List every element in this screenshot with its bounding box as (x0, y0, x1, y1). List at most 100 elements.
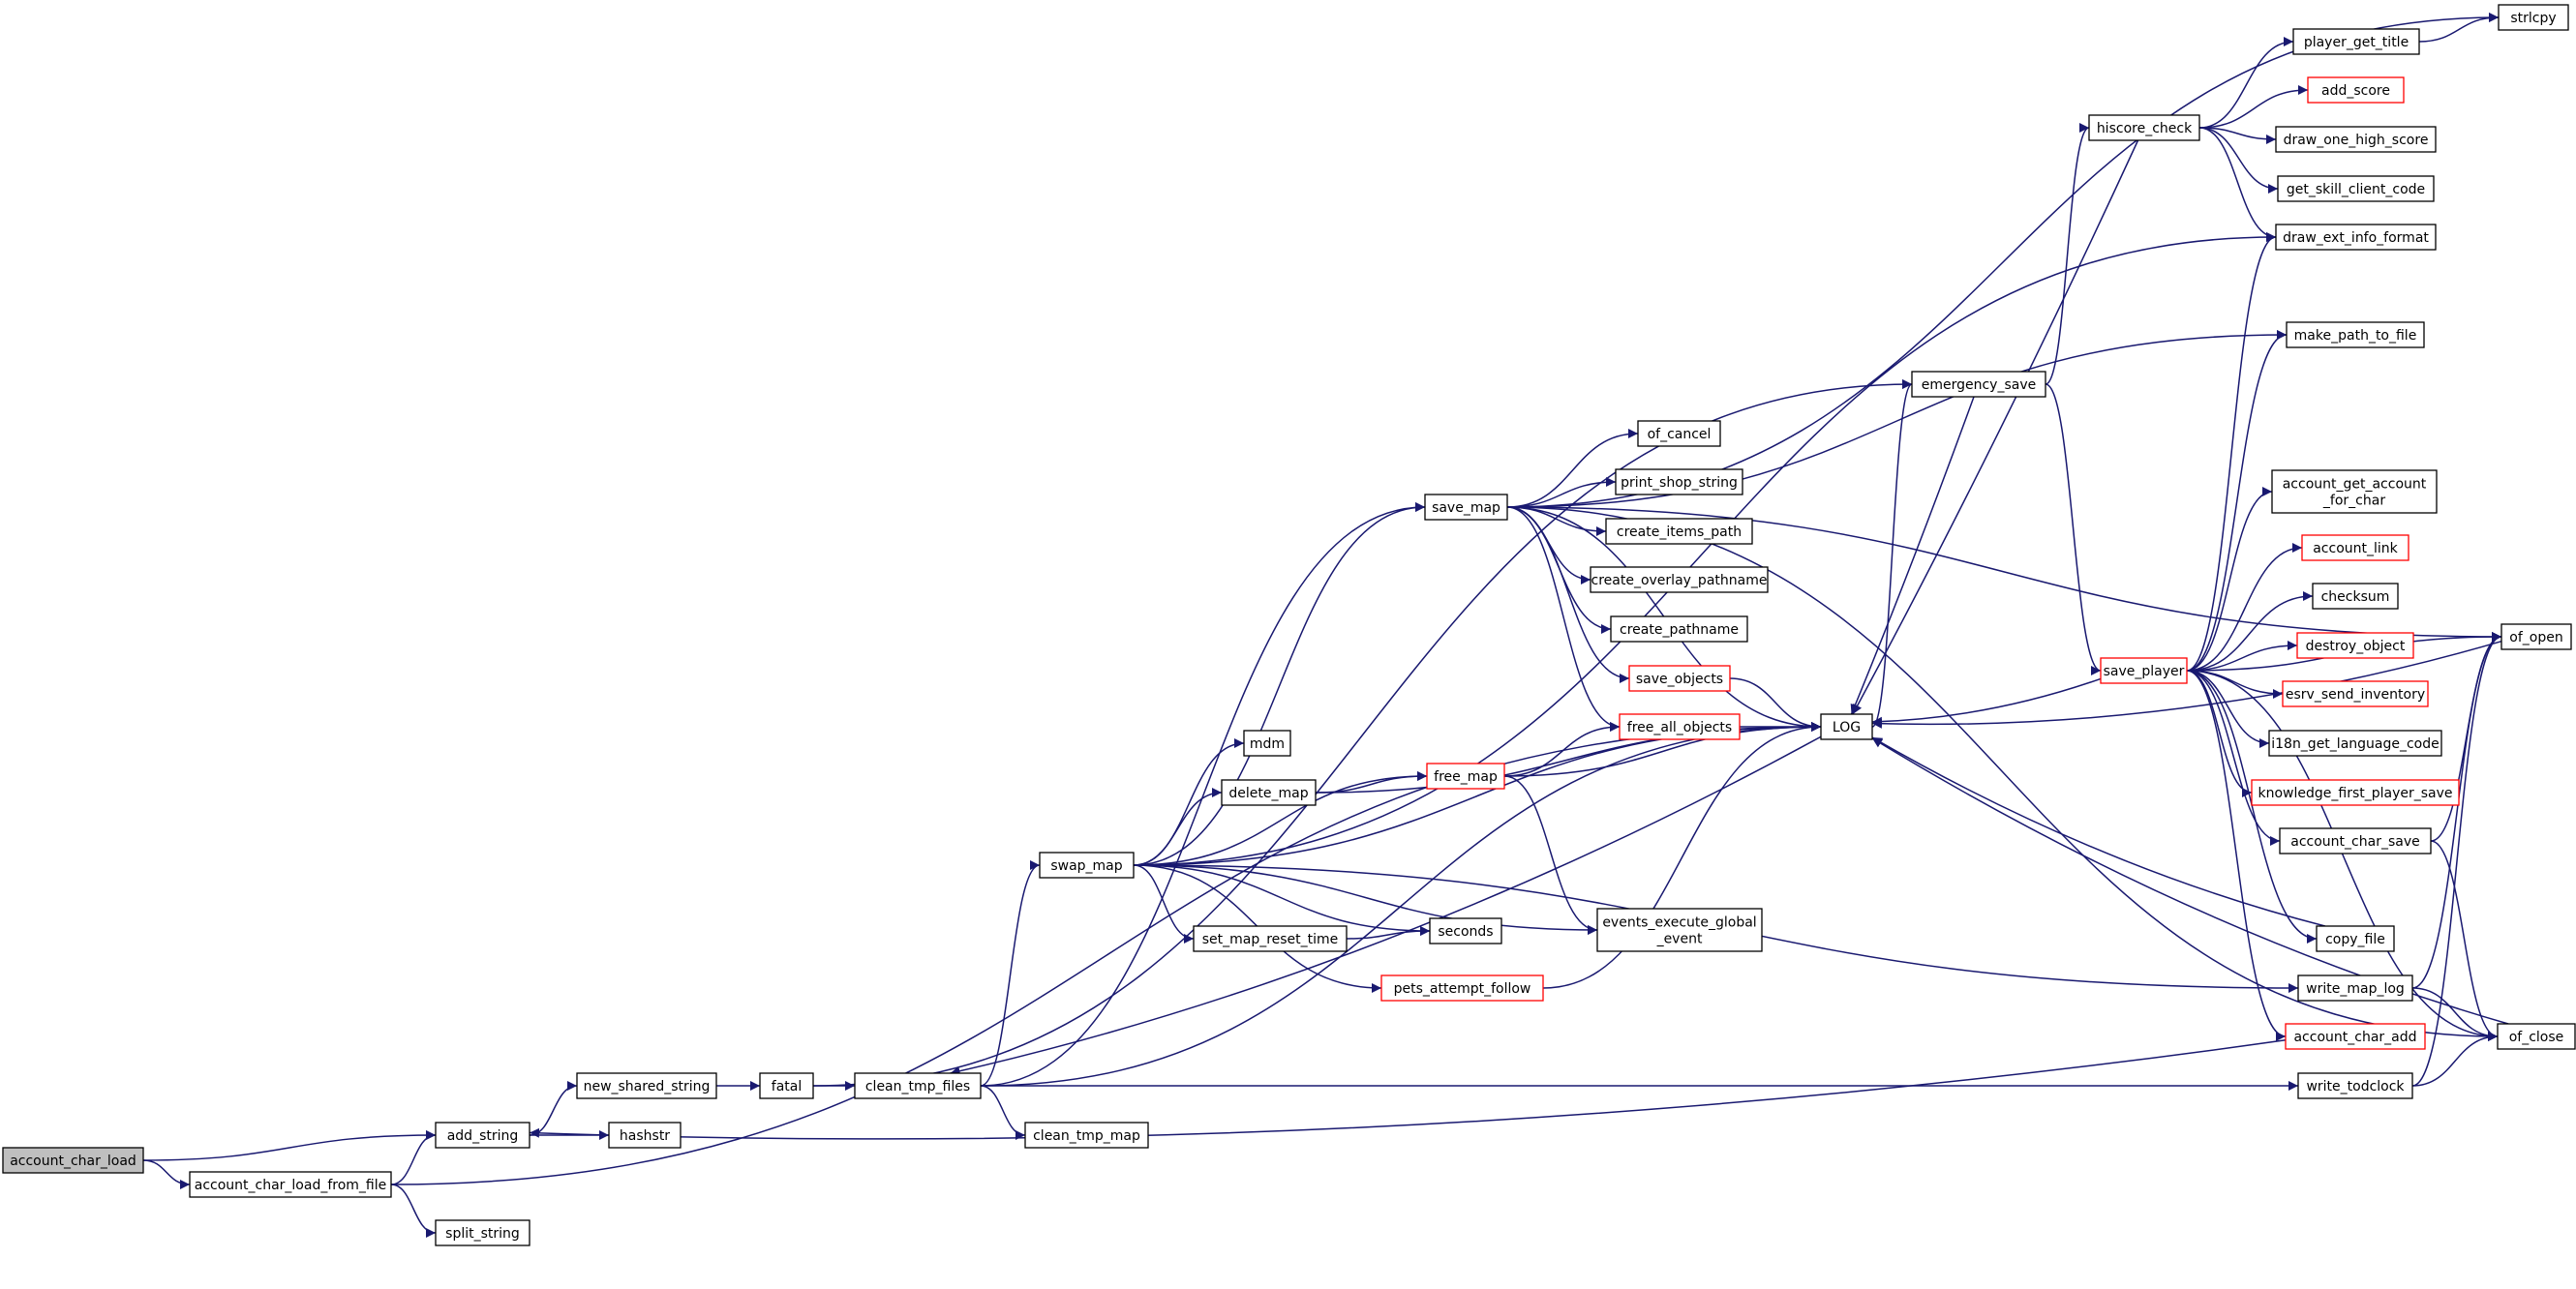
node-box (2275, 126, 2437, 153)
node-box (854, 1072, 982, 1099)
node-free_all_objects[interactable]: free_all_objects (1619, 713, 1741, 740)
edge-of_close-to-LOG (1871, 737, 2509, 1025)
node-label: knowledge_first_player_save (2258, 786, 2452, 801)
node-box (576, 1072, 717, 1099)
node-swap_map[interactable]: swap_map (1039, 852, 1135, 879)
edge-save_player-to-draw_ext_info_format (2186, 232, 2277, 672)
node-save_map[interactable]: save_map (1424, 494, 1508, 521)
node-save_player[interactable]: save_player (2100, 657, 2188, 684)
node-box (2292, 28, 2420, 55)
node-mdm[interactable]: mdm (1243, 730, 1291, 757)
node-destroy_object[interactable]: destroy_object (2296, 632, 2414, 659)
node-strlcpy[interactable]: strlcpy (2498, 4, 2569, 31)
node-label: save_objects (1636, 672, 1723, 687)
node-box (1193, 925, 1348, 952)
node-create_pathname[interactable]: create_pathname (1610, 615, 1748, 643)
edge-account_char_load_from_file-to-LOG (390, 722, 1822, 1185)
node-write_map_log[interactable]: write_map_log (2297, 974, 2413, 1002)
node-free_map[interactable]: free_map (1426, 763, 1505, 790)
node-box (2088, 114, 2200, 141)
node-account_get_account_for_char[interactable]: account_get_account_for_char (2271, 469, 2438, 514)
node-draw_ext_info_format[interactable]: draw_ext_info_format (2275, 224, 2437, 251)
edge-save_player-to-account_char_add (2186, 670, 2287, 1041)
node-clean_tmp_map[interactable]: clean_tmp_map (1024, 1122, 1149, 1149)
node-box (1911, 371, 2046, 398)
edge-layer (142, 13, 2509, 1238)
node-account_char_load_from_file[interactable]: account_char_load_from_file (189, 1171, 392, 1198)
edge-fatal-to-emergency_save (812, 379, 1913, 1087)
node-player_get_title[interactable]: player_get_title (2292, 28, 2420, 55)
node-delete_map[interactable]: delete_map (1221, 779, 1317, 806)
node-box (2285, 1023, 2426, 1050)
node-LOG[interactable]: LOG (1820, 713, 1873, 740)
node-account_char_save[interactable]: account_char_save (2279, 827, 2432, 854)
edge-save_player-to-account_get_account_for_char (2186, 487, 2273, 672)
node-fatal[interactable]: fatal (759, 1072, 814, 1099)
node-add_string[interactable]: add_string (435, 1122, 530, 1149)
node-label: esrv_send_inventory (2286, 687, 2425, 703)
node-of_close[interactable]: of_close (2497, 1023, 2576, 1050)
node-i18n_get_language_code[interactable]: i18n_get_language_code (2268, 730, 2442, 757)
node-write_todclock[interactable]: write_todclock (2297, 1072, 2413, 1099)
edge-LOG-to-clean_tmp_files (950, 735, 1822, 1076)
node-knowledge_first_player_save[interactable]: knowledge_first_player_save (2251, 779, 2460, 806)
edge-add_string-to-new_shared_string (529, 1081, 578, 1136)
node-hiscore_check[interactable]: hiscore_check (2088, 114, 2200, 141)
node-label: save_map (1432, 500, 1500, 516)
node-label: print_shop_string (1621, 475, 1738, 491)
node-make_path_to_file[interactable]: make_path_to_file (2286, 321, 2425, 348)
edge-hiscore_check-to-player_get_title (2198, 37, 2294, 129)
edge-hiscore_check-to-add_score (2198, 85, 2309, 129)
node-pets_attempt_follow[interactable]: pets_attempt_follow (1380, 974, 1544, 1002)
edge-save_player-to-account_link (2186, 543, 2303, 672)
edge-swap_map-to-seconds (1133, 864, 1431, 936)
node-add_score[interactable]: add_score (2307, 76, 2405, 104)
node-label: make_path_to_file (2294, 328, 2417, 344)
node-hashstr[interactable]: hashstr (608, 1122, 682, 1149)
node-account_char_add[interactable]: account_char_add (2285, 1023, 2426, 1050)
node-label: of_cancel (1648, 427, 1712, 442)
node-of_open[interactable]: of_open (2500, 623, 2572, 650)
node-box (2316, 925, 2395, 952)
node-account_link[interactable]: account_link (2301, 534, 2409, 561)
node-label: free_map (1434, 769, 1498, 785)
edge-free_map-to-LOG (1503, 722, 1822, 777)
edge-account_char_load_from_file-to-split_string (390, 1184, 437, 1238)
node-label: strlcpy (2510, 11, 2556, 26)
node-emergency_save[interactable]: emergency_save (1911, 371, 2046, 398)
node-box (1221, 779, 1317, 806)
node-create_overlay_pathname[interactable]: create_overlay_pathname (1590, 566, 1769, 593)
node-clean_tmp_files[interactable]: clean_tmp_files (854, 1072, 982, 1099)
node-checksum[interactable]: checksum (2312, 583, 2399, 610)
node-new_shared_string[interactable]: new_shared_string (576, 1072, 717, 1099)
edge-swap_map-to-delete_map (1133, 788, 1223, 866)
node-account_char_load[interactable]: account_char_load (2, 1147, 144, 1174)
edge-save_map-to-print_shop_string (1506, 477, 1617, 508)
edge-write_map_log-to-of_open (2411, 632, 2502, 989)
node-copy_file[interactable]: copy_file (2316, 925, 2395, 952)
edge-hiscore_check-to-draw_ext_info_format (2198, 127, 2277, 242)
node-esrv_send_inventory[interactable]: esrv_send_inventory (2282, 680, 2429, 707)
node-split_string[interactable]: split_string (435, 1219, 530, 1246)
node-draw_one_high_score[interactable]: draw_one_high_score (2275, 126, 2437, 153)
node-save_objects[interactable]: save_objects (1628, 665, 1731, 692)
node-box (1039, 852, 1135, 879)
node-label: write_map_log (2306, 981, 2405, 997)
node-box (2498, 4, 2569, 31)
node-label: destroy_object (2306, 639, 2406, 654)
node-box (1596, 908, 1763, 952)
node-print_shop_string[interactable]: print_shop_string (1615, 468, 1743, 495)
node-label: seconds (1438, 924, 1493, 940)
node-box (2271, 469, 2438, 514)
node-create_items_path[interactable]: create_items_path (1605, 518, 1753, 545)
node-of_cancel[interactable]: of_cancel (1637, 420, 1721, 447)
node-set_map_reset_time[interactable]: set_map_reset_time (1193, 925, 1348, 952)
node-seconds[interactable]: seconds (1429, 917, 1502, 944)
edge-save_objects-to-LOG (1729, 677, 1822, 732)
node-events_execute_global_event[interactable]: events_execute_global_event (1596, 908, 1763, 952)
node-label: swap_map (1050, 858, 1122, 874)
edge-save_player-to-LOG (1871, 677, 2102, 727)
edge-save_map-to-free_all_objects (1506, 506, 1621, 732)
node-get_skill_client_code[interactable]: get_skill_client_code (2277, 175, 2435, 202)
